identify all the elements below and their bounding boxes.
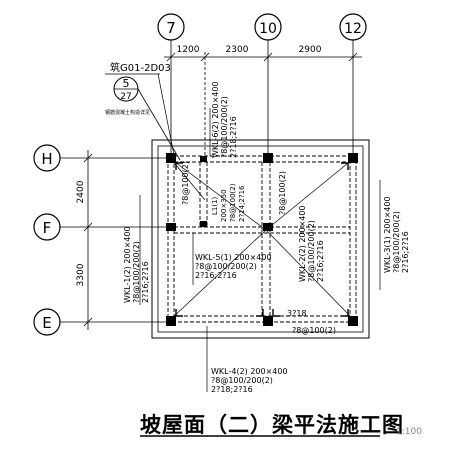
detail-reference: 筑G01-2D03 5 27 钢筋混凝土构造详见 [105, 61, 181, 161]
drawing-scale: 1:100 [396, 427, 422, 437]
grid-bubble-10: 10 [254, 13, 282, 41]
beam-text: 2?18;2?16 [229, 116, 238, 158]
beam-text: ?8@100/200(2) [220, 96, 229, 158]
beam-text: 2?18;2?16 [211, 385, 253, 394]
beam-label-l1: L1(1) 200×350 ?8@100(2) 2?14;2?16 [211, 183, 246, 222]
columns [166, 153, 358, 326]
beam-text: WKL-4(2) 200×400 [211, 367, 288, 376]
grid-bubble-H: H [33, 144, 61, 172]
beam-text: ?8@100/200(2) [307, 220, 316, 282]
column-hooks [175, 162, 349, 317]
beam-text: 2?16;2?16 [195, 271, 237, 280]
beam-text: WKL-5(1) 200×400 [195, 253, 272, 262]
roof-slab-outline [151, 139, 370, 339]
beam-label-wkl2: WKL-2(2) 200×400 ?8@100/200(2) 2?16;2?16 [298, 205, 325, 282]
grid-bubble-7: 7 [157, 13, 185, 41]
dimension-text: 2900 [299, 45, 322, 55]
beam-text: 2?16;2?16 [401, 231, 410, 273]
drawing-title: 坡屋面（二）梁平法施工图 [140, 413, 404, 437]
grid-bubble-F: F [33, 213, 61, 241]
dimension-line-left [83, 150, 93, 330]
grid-label: 12 [344, 21, 362, 37]
grid-label: 10 [259, 21, 277, 37]
grid-bubble-E: E [33, 308, 61, 336]
beam-text: ?8@100/200(2) [211, 376, 273, 385]
detail-number: 5 [123, 77, 130, 90]
beam-text: ?8@100/200(2) [392, 211, 401, 273]
grid-label: E [42, 314, 51, 332]
beam-text: ?8@100/200(2) [132, 241, 141, 303]
dimension-text: 3300 [76, 263, 86, 286]
bar-label: 3?18 [287, 309, 307, 318]
beam-text: WKL-2(2) 200×400 [298, 205, 307, 282]
stirrup-label: ?8@100(2) [292, 326, 336, 335]
beam-text: 200×350 [220, 189, 228, 222]
grid-label: 7 [166, 19, 176, 37]
beam-text: 2?16;2?16 [141, 261, 150, 303]
beam-text: L1(1) [211, 196, 219, 215]
beam-text: 2?14;2?16 [238, 185, 246, 222]
beam-text: ?8@100(2) [229, 183, 237, 222]
beam-label-wkl6: WKL-6(2) 200×400 ?8@100/200(2) 2?18;2?16 [211, 81, 238, 158]
detail-note: 钢筋混凝土构造详见 [105, 109, 150, 116]
beam-label-wkl4: WKL-4(2) 200×400 ?8@100/200(2) 2?18;2?16 [211, 367, 288, 394]
beam-label-wkl1: WKL-1(2) 200×400 ?8@100/200(2) 2?16;2?16 [123, 226, 150, 303]
stirrup-label: ?8@100(2) [278, 171, 287, 215]
beam-label-wkl3: WKL-3(1) 200×400 ?8@100/200(2) 2?16;2?16 [383, 196, 410, 273]
grid-bubble-12: 12 [339, 13, 367, 41]
beam-text: WKL-1(2) 200×400 [123, 226, 132, 303]
beam-text: 2?16;2?16 [316, 240, 325, 282]
stirrup-label: ?8@100(2) [181, 161, 190, 205]
beam-label-wkl5: WKL-5(1) 200×400 ?8@100/200(2) 2?16;2?16 [195, 253, 272, 280]
dimension-text: 2400 [76, 180, 86, 203]
grid-label: F [43, 219, 52, 237]
dimension-line-top [164, 52, 362, 62]
beam-lines [167, 155, 357, 323]
dimension-text: 1200 [177, 45, 200, 55]
detail-code: 筑G01-2D03 [110, 61, 171, 74]
beam-text: WKL-3(1) 200×400 [383, 196, 392, 273]
detail-sheet: 27 [120, 92, 131, 102]
grid-label: H [41, 150, 52, 168]
beam-text: WKL-6(2) 200×400 [211, 81, 220, 158]
beam-text: ?8@100/200(2) [195, 262, 257, 271]
dimension-text: 2300 [226, 45, 249, 55]
